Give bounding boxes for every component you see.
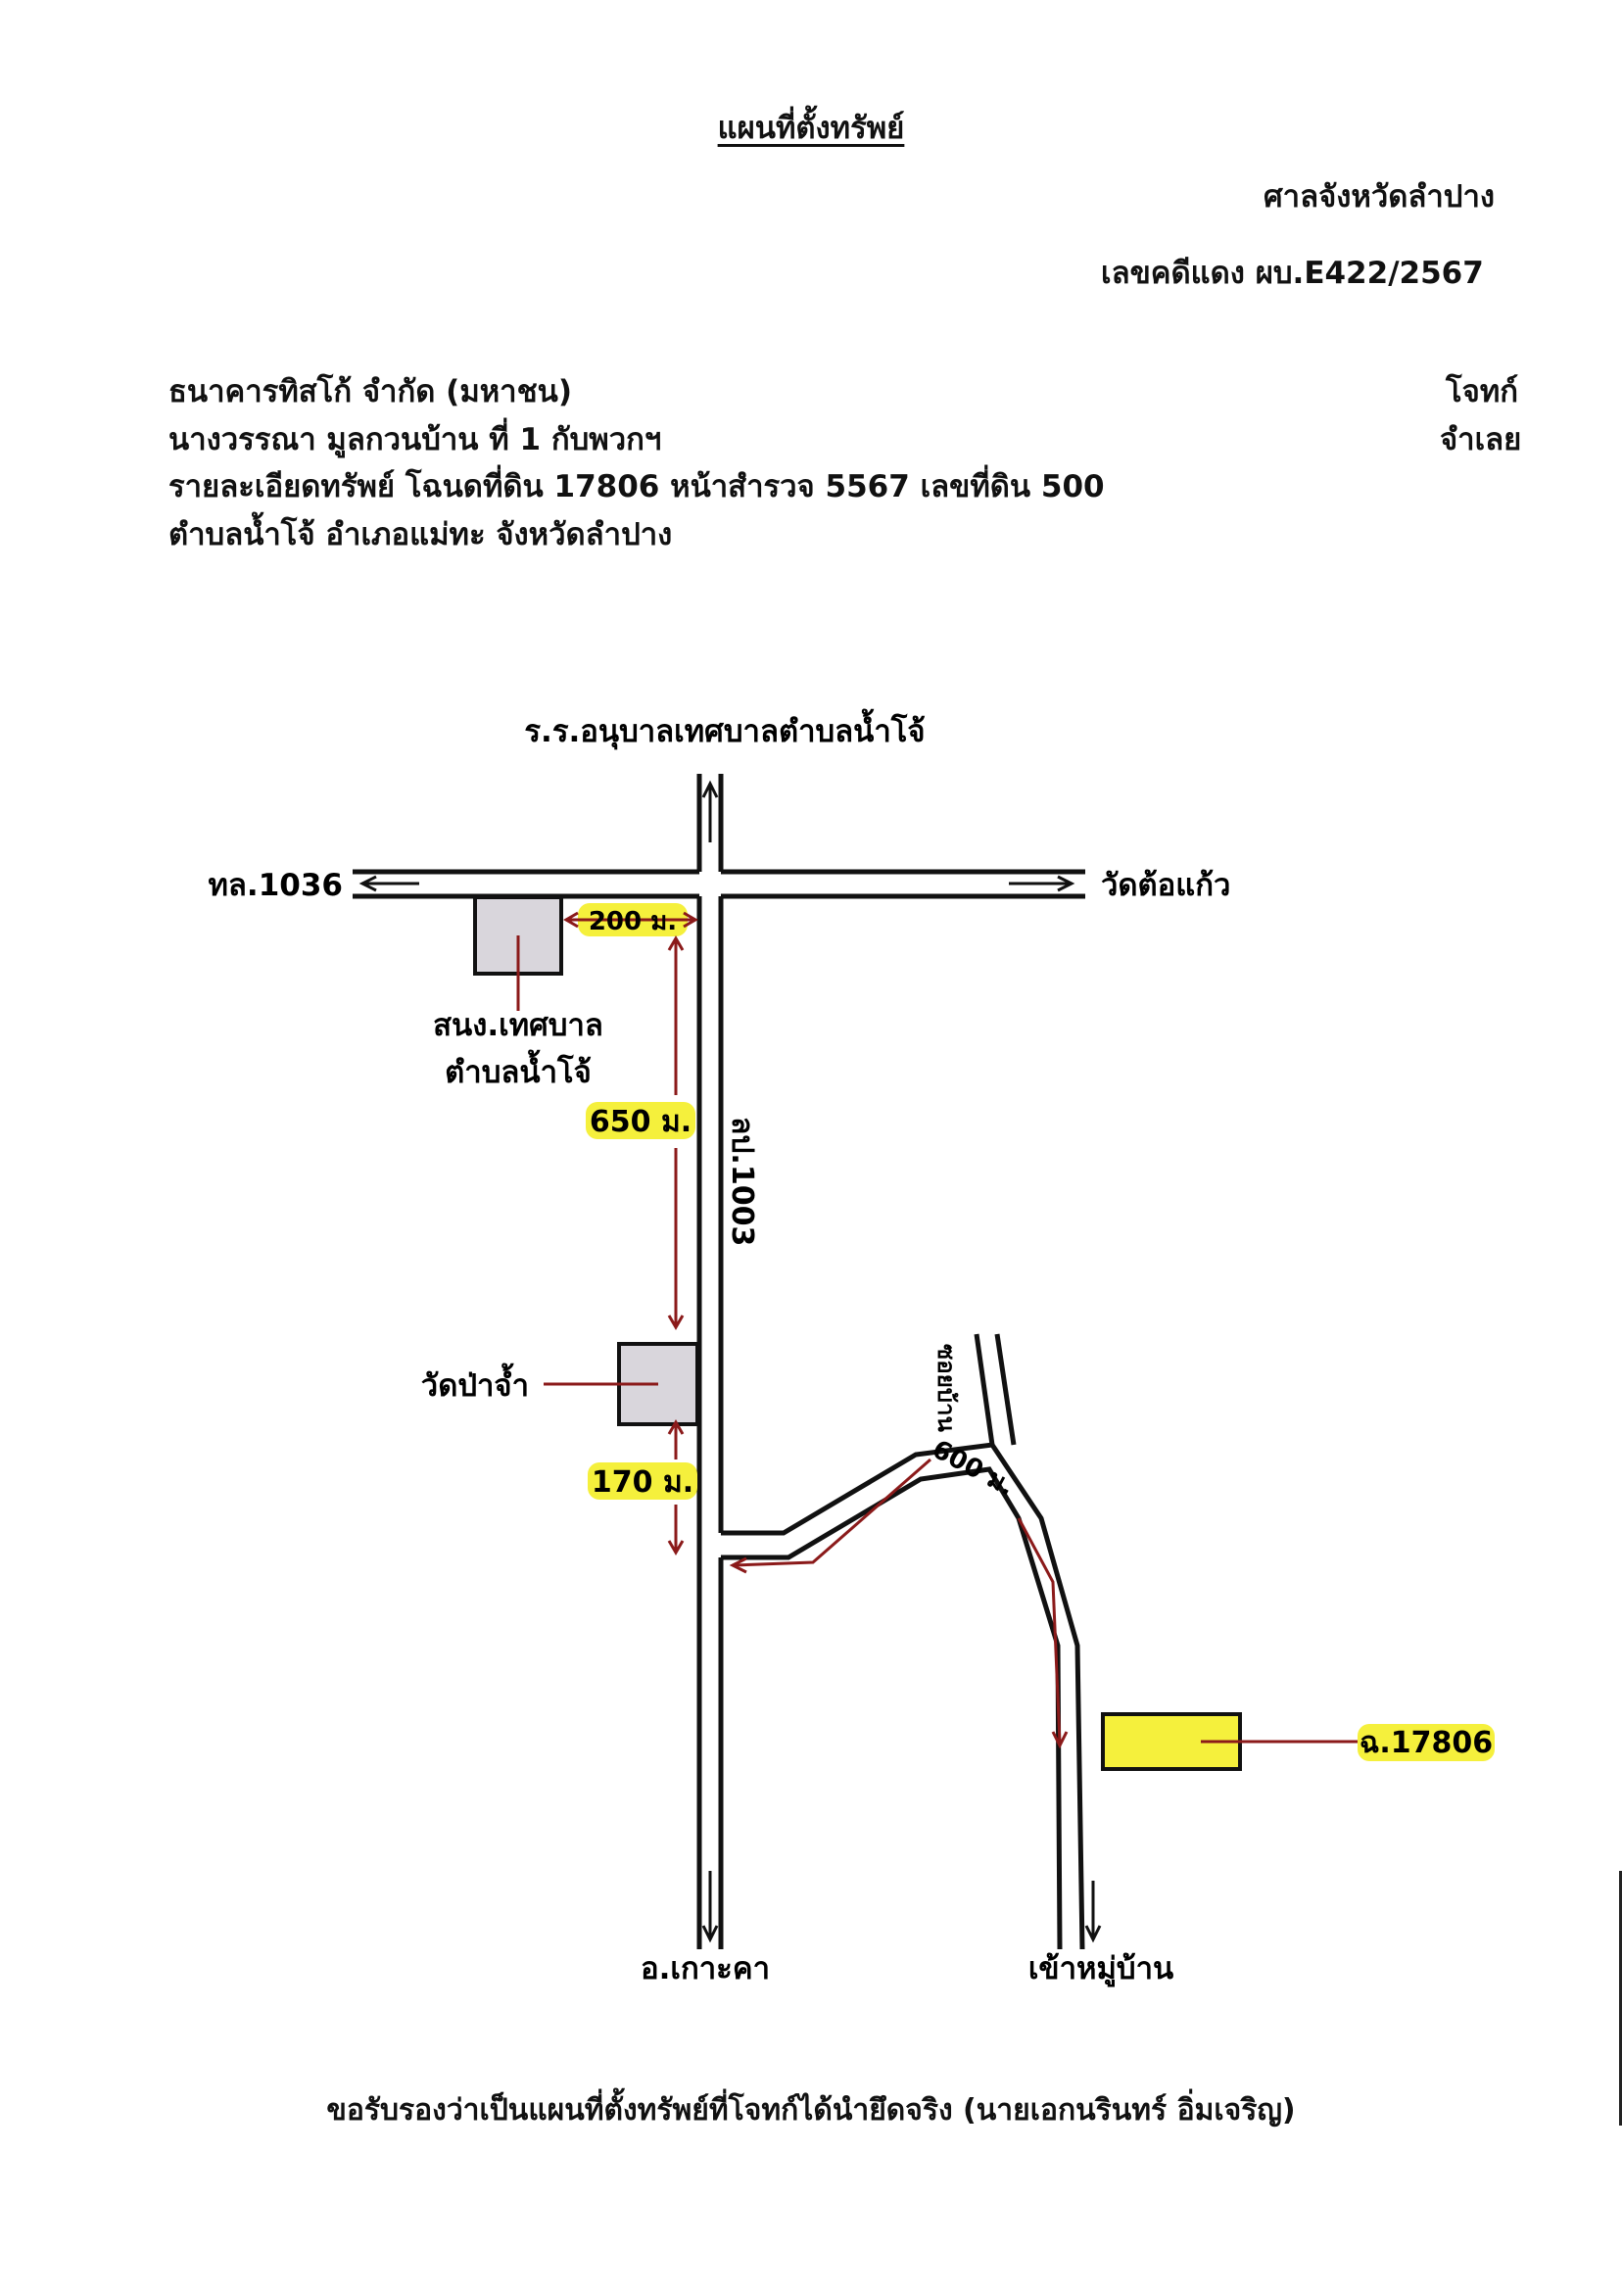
east-label: วัดต้อแก้ว [1101, 868, 1230, 903]
document-title: แผนที่ตั้งทรัพย์ [717, 111, 905, 146]
property-details: รายละเอียดทรัพย์ โฉนดที่ดิน 17806 หน้าสำ… [168, 469, 1105, 504]
road-arrows [358, 780, 1102, 1943]
village-label: เข้าหมู่บ้าน [1028, 1951, 1173, 1987]
case-number: เลขคดีแดง ผบ.E422/2567 [1101, 256, 1484, 291]
soi-road [721, 1333, 1085, 1950]
highway-label: ทล.1036 [209, 868, 344, 903]
highway-1036 [353, 869, 1085, 899]
main-road-label: ลป.1003 [725, 1117, 759, 1246]
deed-label: ฉ.17806 [1360, 1726, 1493, 1760]
distance-170-label: 170 ม. [592, 1465, 693, 1500]
defendant-name: นางวรรณา มูลกวนบ้าน ที่ 1 กับพวกฯ [168, 422, 662, 457]
plaintiff-name: ธนาคารทิสโก้ จำกัด (มหาชน) [168, 374, 572, 409]
temple-label: วัดป่าจ้ำ [421, 1363, 529, 1404]
distance-highlights [578, 903, 1495, 1761]
office-label-1: สนง.เทศบาล [433, 1008, 603, 1043]
defendant-role: จำเลย [1440, 422, 1522, 457]
distance-arrows [563, 911, 1069, 1749]
property-location: ตำบลน้ำโจ้ อำเภอแม่ทะ จังหวัดลำปาง [168, 517, 673, 552]
distance-650-label: 650 ม. [590, 1105, 692, 1139]
distance-200-label: 200 ม. [589, 907, 677, 936]
scan-edge-mark [1619, 1871, 1622, 2126]
south-label: อ.เกาะคา [641, 1951, 770, 1986]
court-name: ศาลจังหวัดลำปาง [1264, 179, 1495, 215]
office-label-2: ตำบลน้ำโจ้ [445, 1049, 592, 1090]
location-map: ร.ร.อนุบาลเทศบาลตำบลน้ำโจ้ ทล.1036 วัดต้… [209, 708, 1495, 1987]
main-road [696, 774, 724, 1949]
plaintiff-role: โจทก์ [1446, 374, 1519, 409]
soi-label: ซอยบ้าน [932, 1344, 960, 1432]
north-label: ร.ร.อนุบาลเทศบาลตำบลน้ำโจ้ [524, 708, 925, 750]
certification-statement: ขอรับรองว่าเป็นแผนที่ตั้งทรัพย์ที่โจทก์ไ… [326, 2093, 1296, 2128]
